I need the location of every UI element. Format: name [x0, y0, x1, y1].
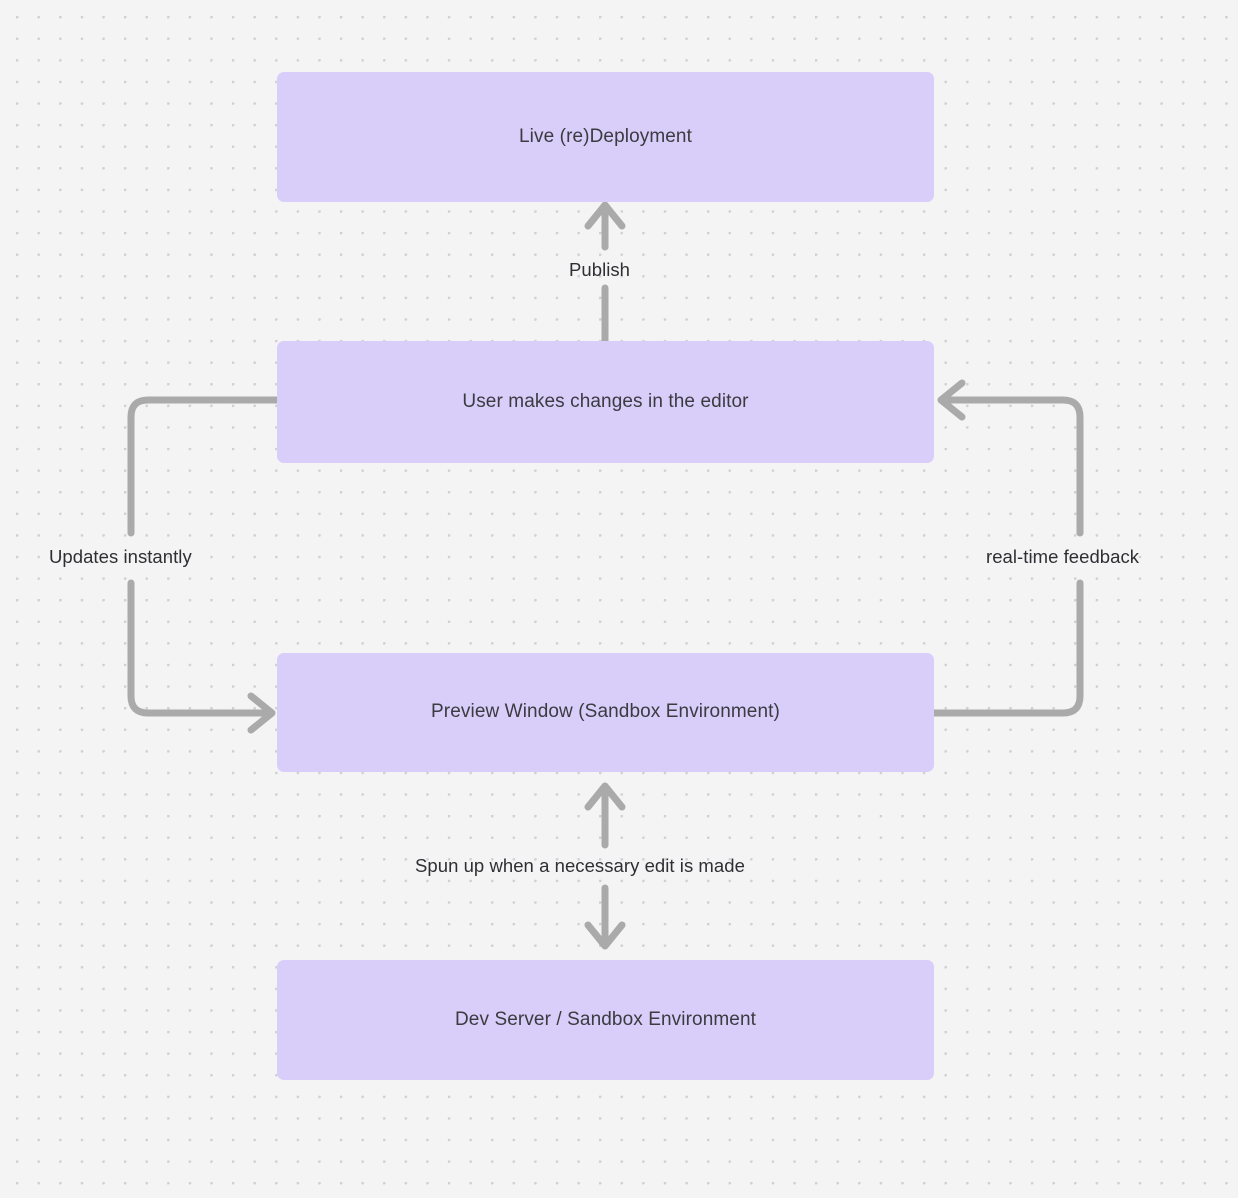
arrowhead-up-publish	[584, 201, 626, 230]
node-preview-window[interactable]: Preview Window (Sandbox Environment)	[277, 653, 934, 772]
node-live-redeployment[interactable]: Live (re)Deployment	[277, 72, 934, 202]
arrowhead-down-spunup	[584, 921, 626, 950]
node-dev-server[interactable]: Dev Server / Sandbox Environment	[277, 960, 934, 1080]
arrowhead-left-feedback	[937, 379, 966, 421]
node-user-makes-changes[interactable]: User makes changes in the editor	[277, 341, 934, 463]
edge-label-real-time-feedback: real-time feedback	[986, 546, 1140, 567]
edge-label-updates-instantly: Updates instantly	[49, 546, 192, 567]
edge-label-publish: Publish	[569, 259, 631, 280]
arrowhead-up-spunup	[584, 782, 626, 811]
edge-label-spun-up: Spun up when a necessary edit is made	[415, 855, 745, 876]
arrowhead-right-updates	[247, 692, 276, 734]
